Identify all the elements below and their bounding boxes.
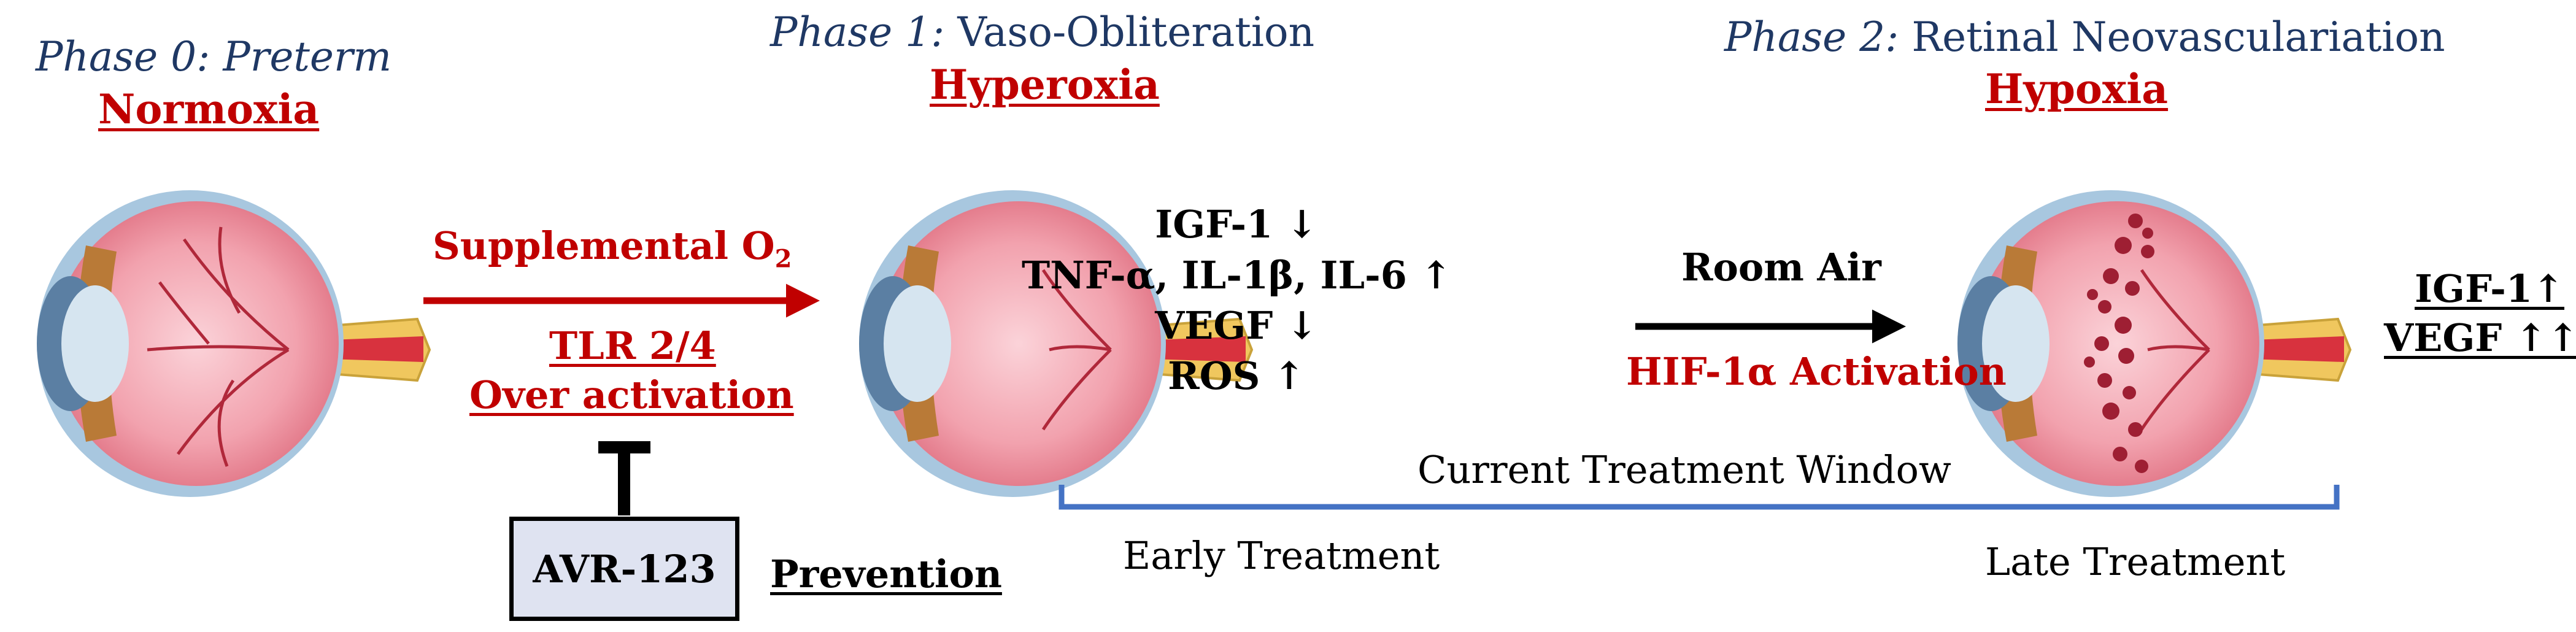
phase0-title: Phase 0: Preterm (36, 33, 392, 80)
marker-cytokines: TNF-α, IL-1β, IL-6 ↑ (1022, 253, 1452, 298)
room-air-label: Room Air (1681, 245, 1881, 290)
avr-123-box: AVR-123 (509, 517, 739, 621)
marker-igf1-up: IGF-1↑ (2415, 266, 2565, 311)
marker-vegf-upup: VEGF ↑↑ (2384, 315, 2576, 360)
prevention-label: Prevention (770, 552, 1002, 596)
early-treatment-label: Early Treatment (1123, 533, 1440, 578)
phase0-condition: Normoxia (98, 85, 320, 133)
phase2-title: Phase 2: Retinal Neovasculariation (1724, 13, 2445, 61)
tlr-label-line2: Over activation (469, 372, 794, 417)
treatment-window-label: Current Treatment Window (1417, 447, 1951, 492)
phase1-condition: Hyperoxia (930, 61, 1160, 109)
marker-vegf: VEGF ↓ (1155, 303, 1318, 348)
tlr-label-line1: TLR 2/4 (549, 323, 716, 368)
marker-igf1: IGF-1 ↓ (1155, 202, 1318, 247)
eye-illustration-phase0 (37, 190, 431, 497)
supplemental-o2-label: Supplemental O2 (433, 223, 792, 274)
phase2-condition: Hypoxia (1985, 65, 2169, 113)
phase1-title: Phase 1: Vaso-Obliteration (770, 9, 1315, 56)
hif1a-activation-label: HIF-1α Activation (1626, 349, 2007, 394)
eye-illustration-phase1 (859, 190, 1254, 497)
eye-illustration-phase2 (1957, 190, 2352, 497)
treatment-window-bracket (1059, 485, 2340, 510)
marker-ros: ROS ↑ (1168, 353, 1305, 398)
late-treatment-label: Late Treatment (1985, 539, 2286, 584)
inhibition-bar (598, 441, 650, 515)
